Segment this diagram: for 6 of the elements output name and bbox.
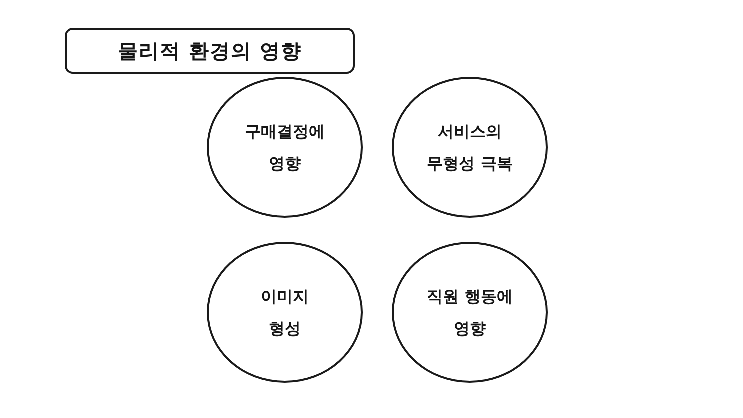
heading-box	[65, 28, 355, 74]
topic-label: 이미지 형성	[260, 286, 310, 340]
topic-label: 직원 행동에 영향	[426, 286, 514, 340]
topic-label: 서비스의 무형성 극복	[426, 120, 514, 174]
heading-text: 물리적 환경의 영향	[118, 38, 302, 64]
topic-label: 구매결정에 영향	[244, 120, 326, 174]
